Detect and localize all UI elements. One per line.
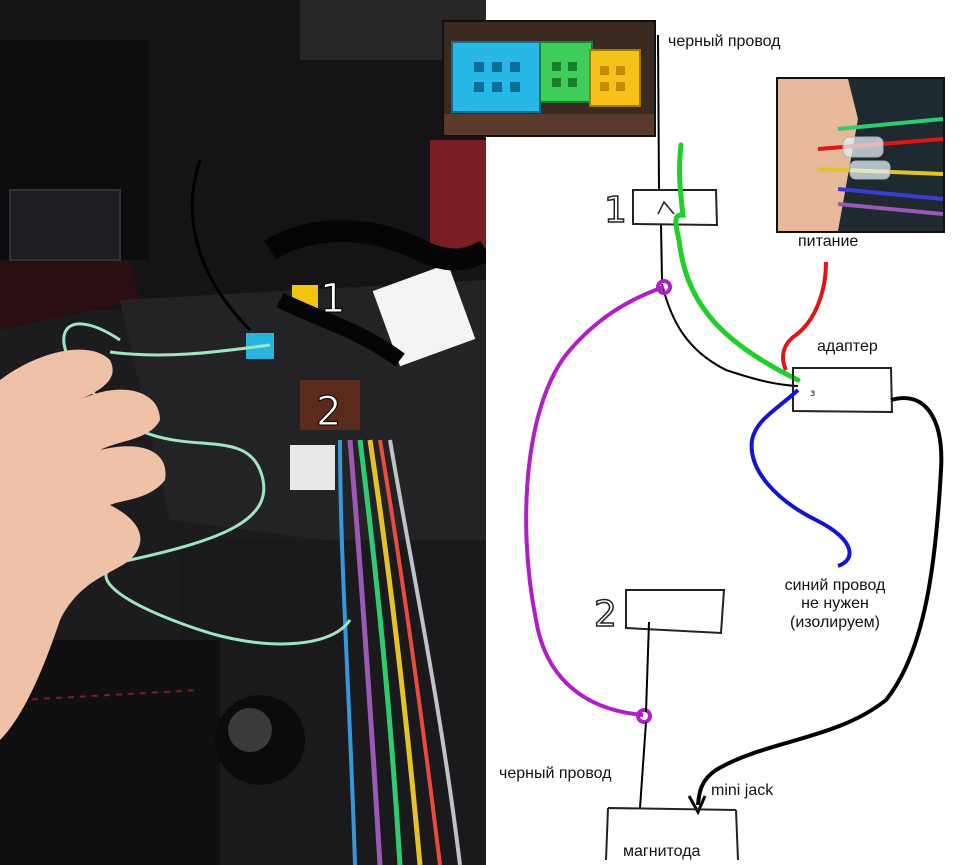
black-wire-bottom-label: черный провод — [499, 765, 612, 782]
green-wire — [673, 142, 801, 383]
red-wire — [781, 261, 828, 371]
block-2-number: 2 — [594, 594, 617, 635]
photo-illustration: 1 2 — [0, 0, 486, 865]
block-1-number: 1 — [604, 190, 627, 231]
head-unit-box — [605, 807, 739, 861]
adapter-label: адаптер — [817, 338, 878, 355]
block-1 — [632, 189, 719, 227]
power-wire-inset-photo — [776, 77, 945, 233]
mini-jack-label: mini jack — [711, 782, 774, 799]
blue-wire-note-line3: (изолируем) — [789, 613, 880, 631]
photo-marker-2: 2 — [316, 389, 341, 435]
blue-wire-note: синий провод не нужен (изолируем) — [750, 577, 920, 632]
block-2 — [625, 589, 726, 635]
mini-jack-arrow — [687, 795, 707, 816]
photo-marker-1: 1 — [320, 276, 345, 322]
black-wire-top-label: черный провод — [668, 33, 781, 50]
black-wire-mid — [661, 283, 799, 387]
wiring-diagram: 1 2 з черный провод пи — [442, 0, 960, 865]
purple-wire — [524, 285, 665, 717]
blue-wire-note-line2: не нужен — [801, 595, 869, 613]
black-wire-bottom — [639, 621, 650, 809]
black-wire-top — [657, 34, 663, 281]
diagram-drawing: 1 2 з — [524, 34, 944, 861]
connector-inset-photo — [442, 20, 656, 137]
blue-wire — [749, 388, 852, 568]
adapter-box — [792, 367, 894, 414]
black-audio-cable — [696, 396, 944, 806]
head-unit-label: магнитода — [623, 843, 701, 860]
blue-wire-note-line1: синий провод — [784, 577, 886, 594]
dashboard-wiring-photo: 1 2 — [0, 0, 486, 865]
power-label: питание — [798, 233, 859, 250]
adapter-mark: з — [810, 388, 815, 399]
